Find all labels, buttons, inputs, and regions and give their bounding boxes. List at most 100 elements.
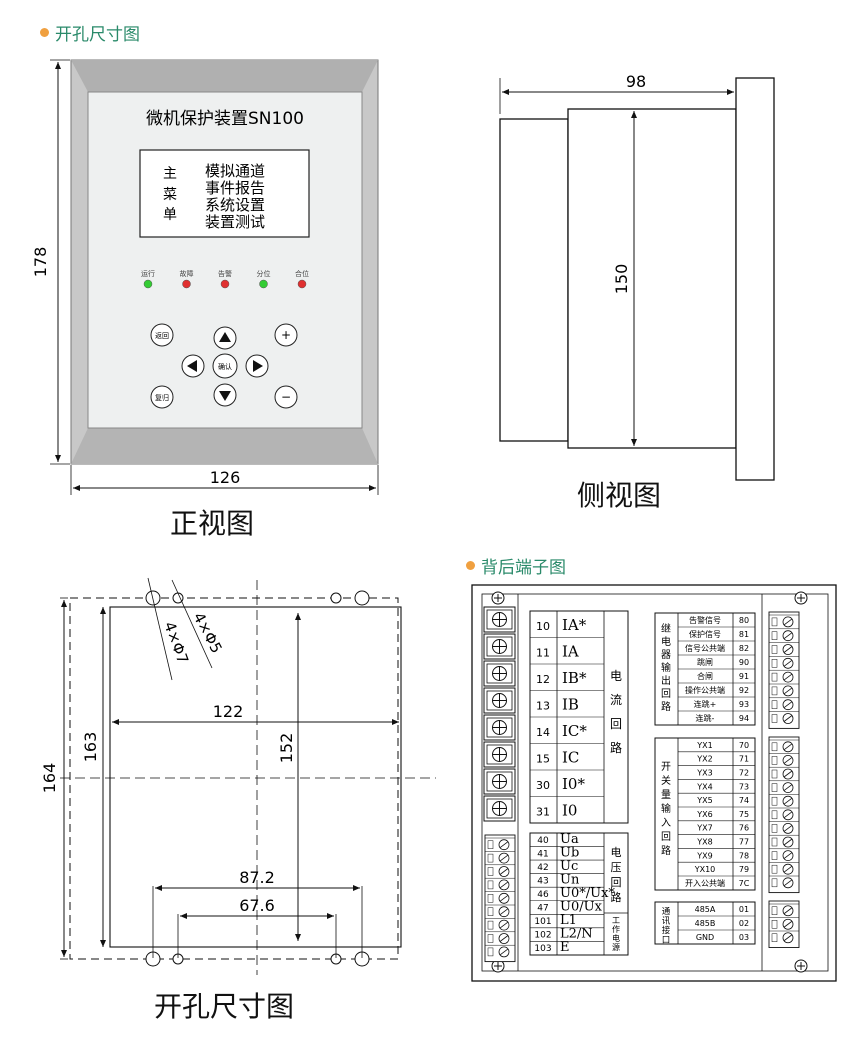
vertical-label-char: 回 <box>611 876 622 889</box>
hole-circle <box>354 590 370 606</box>
terminal-block <box>483 660 516 687</box>
terminal-function: Ub <box>560 845 579 860</box>
terminal-function: YX4 <box>696 782 712 791</box>
terminal-function: YX9 <box>696 851 712 860</box>
vertical-label-char: 路 <box>661 844 671 857</box>
terminal-function: L1 <box>560 913 577 928</box>
terminal-number: 11 <box>536 647 550 660</box>
dim-98-label: 98 <box>626 72 646 91</box>
led-indicator <box>182 279 191 289</box>
bullet-icon <box>466 561 475 570</box>
terminal-number: 76 <box>739 824 749 833</box>
menu-char-2: 菜 <box>163 187 177 203</box>
arrow-down-icon <box>219 391 231 401</box>
vertical-label-char: 路 <box>610 740 622 755</box>
terminal-number: 91 <box>739 672 749 681</box>
terminal-function: U0/Ux <box>560 900 603 915</box>
vertical-label-char: 输 <box>661 661 671 674</box>
bezel-bottom <box>71 428 378 464</box>
reset-button[interactable] <box>150 385 174 409</box>
terminal-number: 7C <box>739 879 750 888</box>
terminal-number: 42 <box>537 863 548 873</box>
led-indicator <box>297 279 307 289</box>
menu-item-3: 系统设置 <box>205 196 265 214</box>
vertical-label-char: 关 <box>661 774 671 787</box>
terminal-block <box>483 768 516 795</box>
terminal-function: IA <box>562 643 579 661</box>
terminal-number: 101 <box>534 917 551 927</box>
hole-label-5: 4×Φ5 <box>189 609 225 656</box>
leader-line <box>147 577 173 681</box>
current-terminal-strip <box>483 606 516 822</box>
cutout-hole-rect <box>109 606 402 948</box>
terminal-strip <box>484 834 516 963</box>
left-arrow-button[interactable] <box>181 354 205 378</box>
minus-button[interactable] <box>274 385 298 409</box>
down-arrow-button[interactable] <box>213 383 237 407</box>
vertical-label-char: 压 <box>611 861 622 874</box>
hole-circle <box>330 592 342 604</box>
back-button[interactable] <box>150 323 174 347</box>
terminal-function: 合闸 <box>697 671 713 681</box>
terminal-number: 30 <box>536 779 550 792</box>
terminal-function: YX1 <box>696 741 712 750</box>
terminal-function: YX7 <box>696 824 712 833</box>
up-arrow-button[interactable] <box>213 326 237 350</box>
cutout-caption: 开孔尺寸图 <box>154 990 295 1023</box>
terminal-number: 94 <box>739 714 749 723</box>
terminal-number: 10 <box>536 620 550 633</box>
vertical-label-char: 入 <box>661 818 671 829</box>
input-table <box>654 737 756 891</box>
side-view: 98 150 <box>499 72 775 481</box>
leader-line <box>171 579 213 669</box>
terminal-number: 102 <box>534 931 551 941</box>
menu-item-4: 装置测试 <box>205 213 265 231</box>
terminal-function: YX2 <box>696 755 712 764</box>
led-label: 告警 <box>218 269 232 278</box>
vertical-label-char: 源 <box>612 943 620 952</box>
dim-150-label: 150 <box>612 264 631 295</box>
terminal-number: 82 <box>739 644 749 653</box>
dim-164-label: 164 <box>40 763 59 794</box>
menu-item-2: 事件报告 <box>205 179 265 197</box>
section-header-rear: 背后端子图 <box>466 553 566 578</box>
terminal-function: Uc <box>560 859 578 874</box>
header-text: 开孔尺寸图 <box>55 25 140 45</box>
led-indicator <box>259 279 268 289</box>
right-arrow-button[interactable] <box>245 354 269 378</box>
vertical-label-char: 回 <box>610 717 622 731</box>
terminal-number: 31 <box>536 806 550 819</box>
terminal-number: 47 <box>537 904 548 914</box>
arrow-up-icon <box>219 332 231 342</box>
vertical-label-char: 路 <box>611 891 622 904</box>
terminal-number: 01 <box>739 905 749 914</box>
led-label: 分位 <box>257 269 271 278</box>
side-body-main <box>567 108 737 449</box>
side-view-caption: 侧视图 <box>577 479 662 512</box>
terminal-number: 02 <box>739 919 749 928</box>
terminal-number: 43 <box>537 876 548 886</box>
vertical-label-char: 电 <box>612 933 620 943</box>
led-indicator <box>220 279 230 289</box>
vertical-label-char: 通 <box>662 906 671 917</box>
terminal-block <box>483 687 516 714</box>
keypad: 返回 复归 + − 确认 <box>150 323 298 409</box>
terminal-function: 连跳+ <box>694 699 717 709</box>
terminal-number: 73 <box>739 782 749 791</box>
plus-button-label: + <box>281 328 291 342</box>
terminal-strip <box>768 736 800 894</box>
vertical-label-char: 器 <box>661 649 671 661</box>
terminal-function: 保护信号 <box>689 629 721 639</box>
confirm-button[interactable] <box>212 353 238 379</box>
terminal-strip <box>768 611 800 729</box>
terminal-number: 77 <box>739 838 749 847</box>
terminal-number: 103 <box>534 944 551 954</box>
menu-char-1: 主 <box>163 166 177 182</box>
plus-button[interactable] <box>274 323 298 347</box>
